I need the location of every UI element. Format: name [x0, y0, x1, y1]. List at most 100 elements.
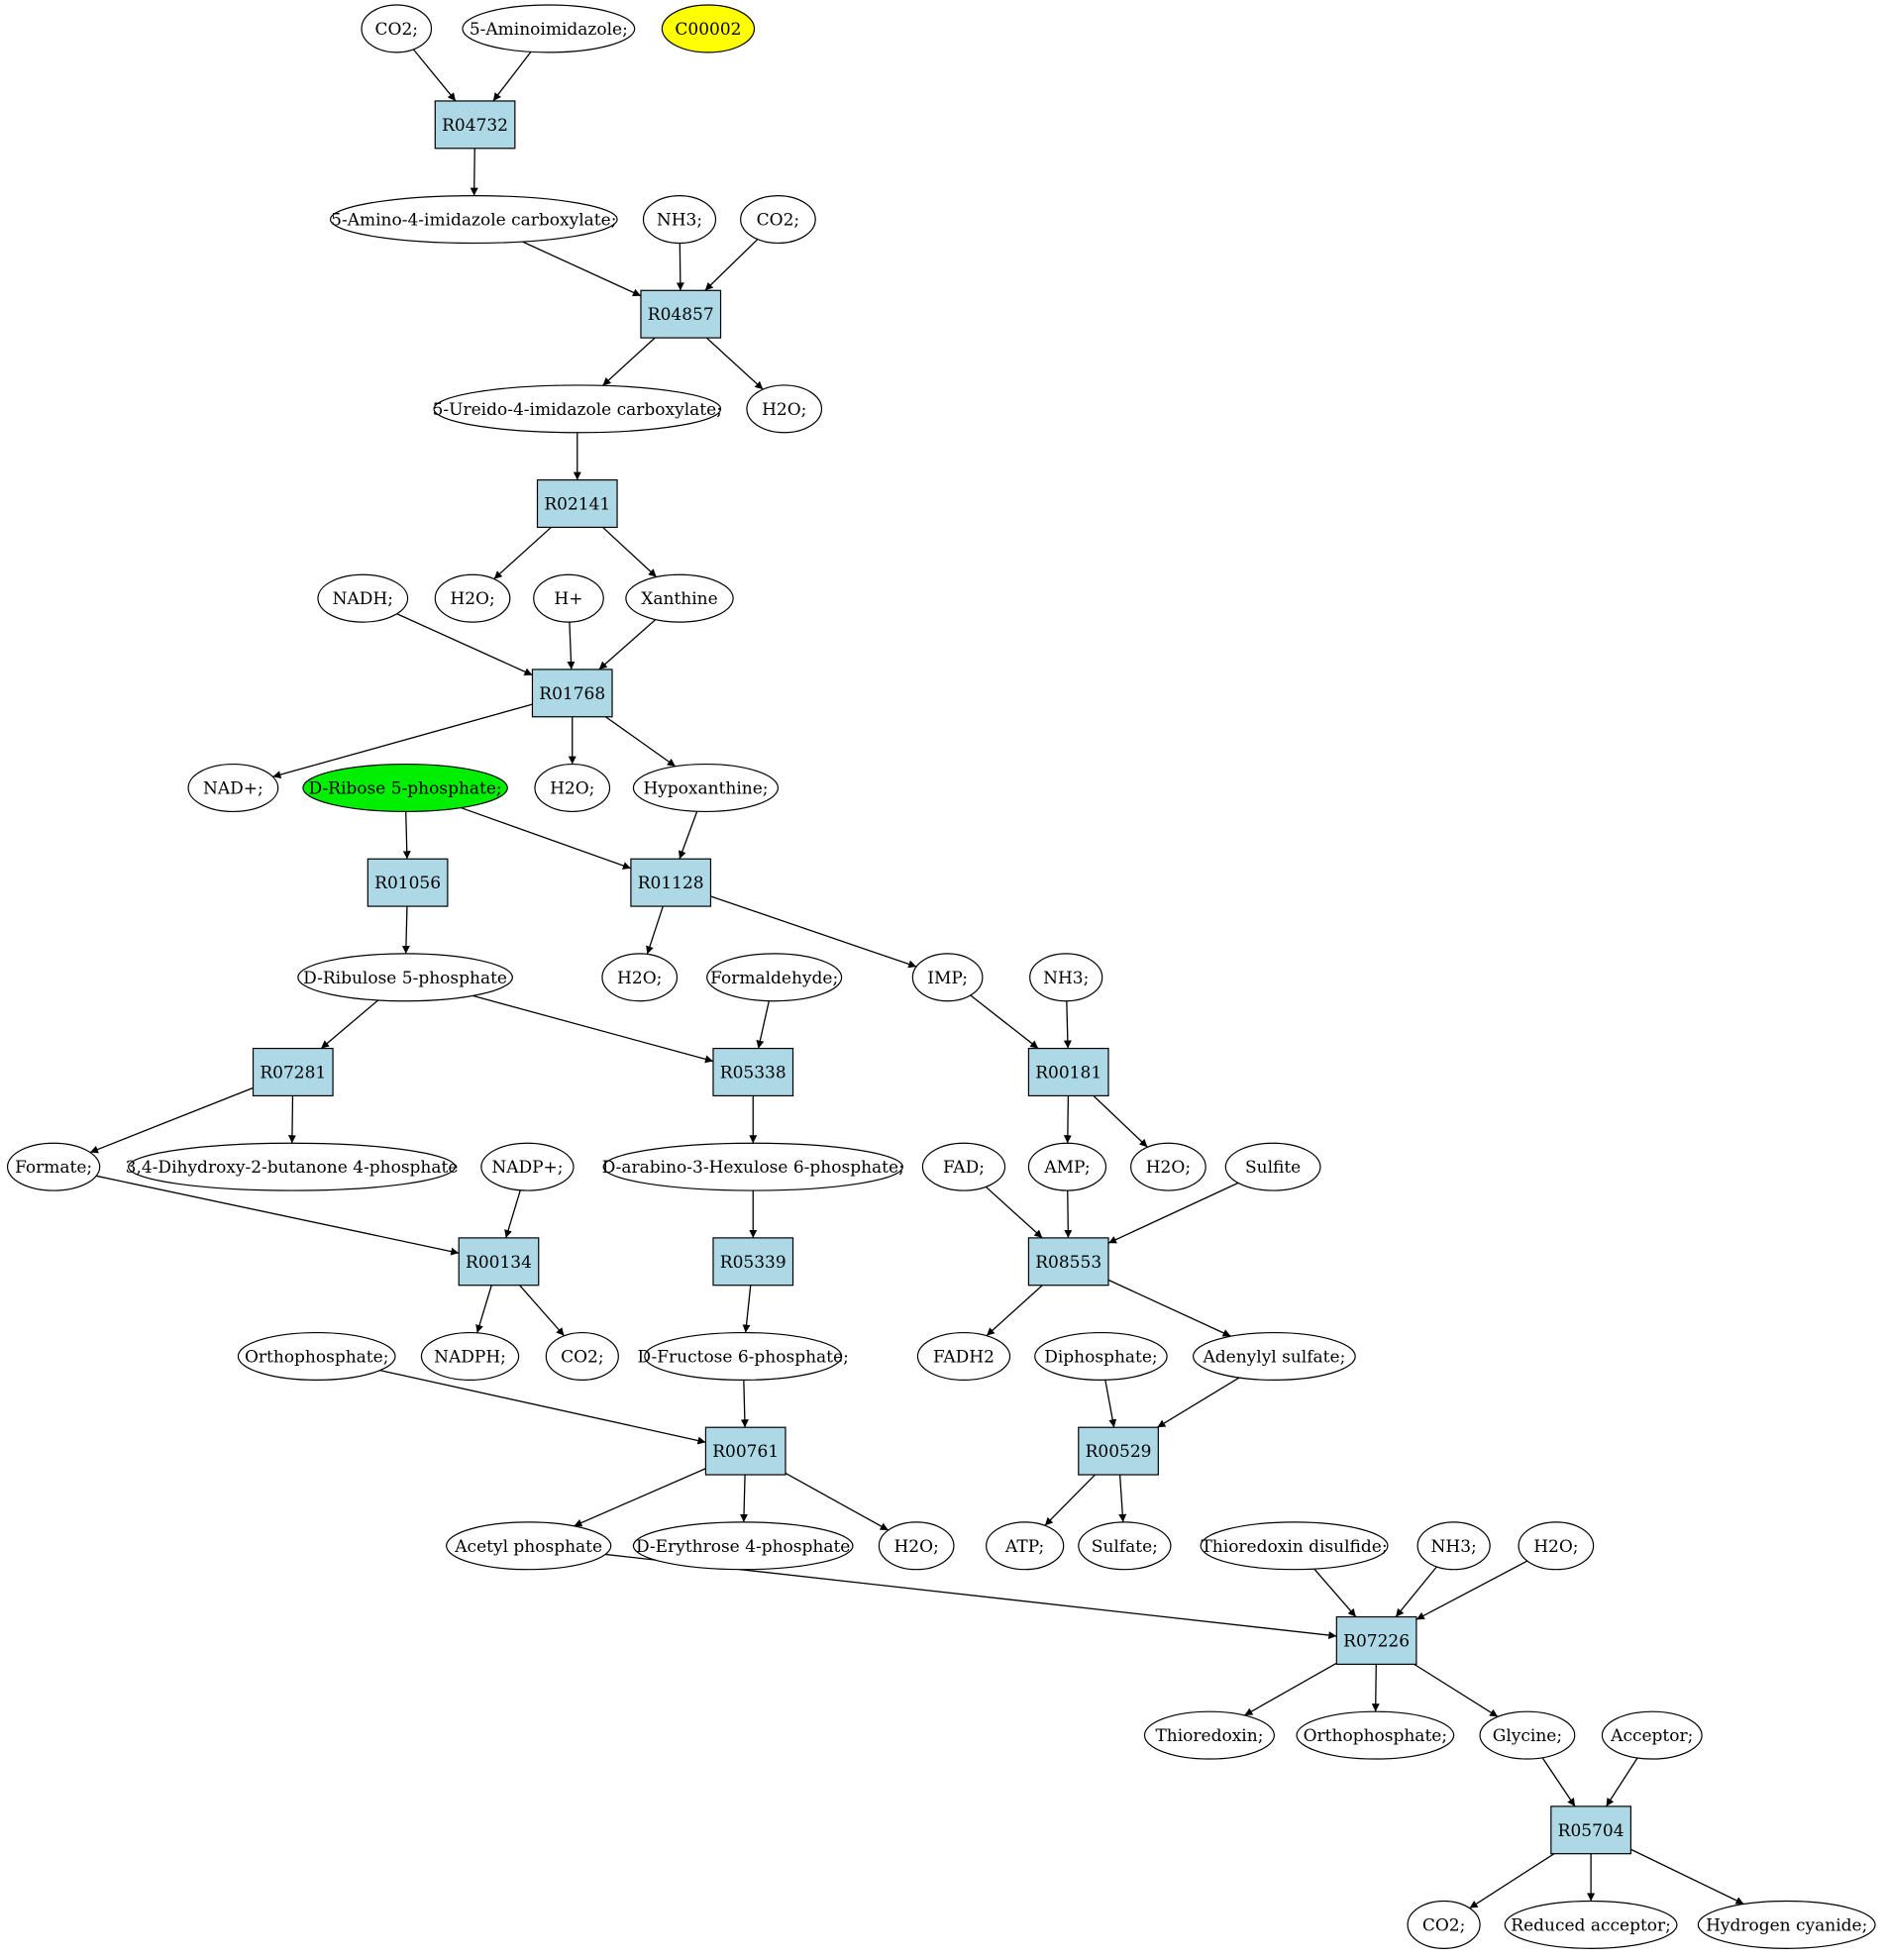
compound-ellipse — [545, 1331, 619, 1381]
edge-r15-c46 — [1371, 1664, 1380, 1712]
compound-ellipse — [911, 953, 984, 1002]
reaction-node: R05339 — [712, 1237, 794, 1287]
compound-label: CO2; — [1422, 1915, 1466, 1935]
compound-ellipse — [1504, 1900, 1678, 1949]
compound-node: H2O; — [601, 953, 679, 1002]
compound-ellipse — [661, 4, 756, 53]
reaction-node: R07281 — [252, 1047, 334, 1096]
edge-r5-c17 — [401, 906, 410, 954]
compound-label: Thioredoxin disulfide; — [1201, 1537, 1387, 1557]
reaction-box — [1335, 1615, 1417, 1665]
compound-node: Hypoxanthine; — [632, 763, 780, 813]
compound-label: 5-Amino-4-imidazole carboxylate; — [331, 211, 616, 231]
reaction-box — [1027, 1237, 1109, 1287]
compound-ellipse — [1224, 1142, 1321, 1191]
edge-c14-r6 — [461, 806, 632, 870]
edge-c5-r2 — [676, 243, 684, 291]
edge-c29-r12 — [1107, 1182, 1239, 1244]
compound-ellipse — [921, 1142, 1006, 1191]
compound-node: Diphosphate; — [1034, 1331, 1168, 1381]
compound-node: Acetyl phosphate — [446, 1521, 612, 1571]
compound-label: NH3; — [1431, 1537, 1477, 1557]
compound-ellipse — [1407, 1900, 1481, 1949]
edge-r11-c33 — [742, 1285, 752, 1333]
reaction-box — [252, 1047, 334, 1096]
edge-r3-c12 — [602, 526, 658, 578]
reaction-node: R05338 — [712, 1047, 794, 1096]
compound-node: Thioredoxin disulfide; — [1200, 1521, 1389, 1571]
compound-node: H+ — [533, 573, 604, 623]
compound-node: FAD; — [921, 1142, 1006, 1191]
reaction-label: R00181 — [1035, 1063, 1101, 1083]
compound-node: H2O; — [746, 384, 823, 434]
compound-ellipse — [632, 1521, 854, 1571]
compound-node: Sulfate; — [1078, 1521, 1172, 1571]
reaction-box — [531, 669, 613, 718]
compound-ellipse — [128, 1142, 457, 1191]
compound-node: D-arabino-3-Hexulose 6-phosphate; — [602, 1142, 904, 1191]
compound-ellipse — [1296, 1710, 1455, 1760]
compound-node: AMP; — [1027, 1142, 1107, 1191]
compound-ellipse — [740, 195, 816, 245]
compound-label: H2O; — [893, 1537, 938, 1557]
reaction-label: R01056 — [374, 874, 441, 893]
compound-ellipse — [642, 195, 717, 245]
edges — [89, 49, 1744, 1909]
compound-label: CO2; — [375, 20, 419, 40]
edge-c27-r12 — [1064, 1190, 1073, 1238]
edge-r9-c27 — [1063, 1095, 1072, 1144]
edge-c47-r16 — [1541, 1757, 1576, 1807]
compound-node: NAD+; — [187, 763, 279, 813]
compound-label: NH3; — [657, 211, 702, 231]
compound-node: IMP; — [911, 953, 984, 1002]
reaction-node: R01056 — [367, 858, 449, 907]
edge-r6-c18 — [646, 905, 664, 955]
edge-r10-c31 — [475, 1285, 492, 1333]
reaction-box — [640, 289, 722, 339]
compound-label: FADH2 — [933, 1347, 995, 1367]
edge-r14-c41 — [1118, 1474, 1127, 1522]
compound-node: 3,4-Dihydroxy-2-butanone 4-phosphate — [126, 1142, 458, 1191]
compound-node: 5-Amino-4-imidazole carboxylate; — [329, 195, 618, 245]
edge-c43-r15 — [1395, 1566, 1437, 1617]
compound-label: Orthophosphate; — [245, 1347, 388, 1367]
compound-label: Acetyl phosphate — [454, 1537, 602, 1557]
compound-label: Formate; — [15, 1158, 92, 1178]
compound-label: Diphosphate; — [1044, 1347, 1157, 1367]
compound-node: NH3; — [642, 195, 717, 245]
compound-ellipse — [317, 573, 409, 623]
reaction-box — [458, 1237, 540, 1287]
reaction-node: R01128 — [630, 858, 712, 907]
compound-ellipse — [602, 1142, 903, 1191]
reaction-node: R00134 — [458, 1237, 540, 1287]
reaction-label: R00134 — [466, 1253, 532, 1273]
edge-r13-c37 — [574, 1468, 706, 1527]
compound-node: 5-Aminoimidazole; — [462, 4, 636, 53]
edge-c2-r1 — [492, 51, 532, 102]
compound-ellipse — [297, 953, 513, 1002]
edge-r4-c16 — [605, 716, 677, 768]
compound-node: Sulfite — [1224, 1142, 1321, 1191]
compound-ellipse — [1192, 1331, 1356, 1381]
compound-label: Reduced acceptor; — [1511, 1915, 1671, 1935]
compound-node: Glycine; — [1479, 1710, 1576, 1760]
edge-r2-c8 — [705, 337, 764, 390]
reaction-node: R00761 — [704, 1426, 786, 1476]
compound-label: C00002 — [675, 20, 741, 40]
compound-label: NH3; — [1043, 969, 1089, 988]
compound-label: FAD; — [943, 1158, 985, 1178]
compound-node: NADP+; — [480, 1142, 575, 1191]
compound-node: H2O; — [434, 573, 511, 623]
edge-r4-c13 — [272, 703, 533, 779]
compound-node: H2O; — [1518, 1521, 1595, 1571]
compound-ellipse — [706, 953, 843, 1002]
compound-ellipse — [1601, 1710, 1703, 1760]
edge-c17-r7 — [320, 999, 379, 1050]
compound-label: D-arabino-3-Hexulose 6-phosphate; — [602, 1158, 904, 1178]
compound-node: NADH; — [317, 573, 409, 623]
edge-c12-r4 — [598, 619, 657, 671]
reaction-label: R00529 — [1086, 1442, 1152, 1462]
compound-node: H2O; — [534, 763, 611, 813]
reaction-node: R04857 — [640, 289, 722, 339]
reaction-label: R04732 — [442, 116, 508, 136]
